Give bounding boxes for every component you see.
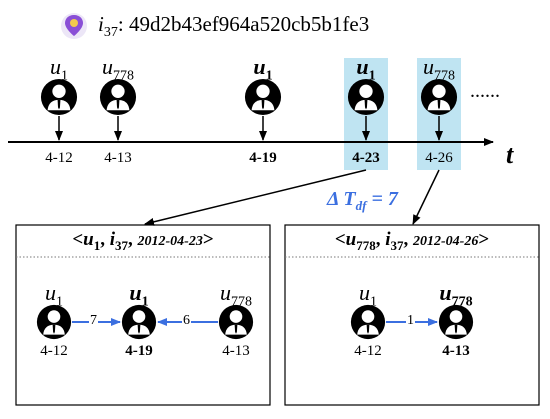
item-hash: 49d2b43ef964a520cb5b1fe3 [128, 12, 370, 36]
panel-1-node-date: 4-13 [222, 343, 250, 359]
arrow-to-panel-2 [412, 169, 440, 225]
timeline-user-label: u1 [356, 54, 376, 84]
panel-1-frame [15, 224, 271, 406]
panel-1-node-user: u778 [220, 280, 252, 310]
item-subscript: 37 [103, 25, 118, 41]
timeline-date: 4-26 [425, 150, 453, 166]
axis-label-t: t [506, 140, 514, 169]
panel-1-node-user: u1 [129, 280, 149, 310]
timeline-date: 4-12 [45, 150, 73, 166]
panel-1-node-date: 4-19 [125, 343, 153, 359]
panel-1-tuple: <u1, i37, 2012-04-23> [72, 229, 214, 253]
panel-2-edge-label: 1 [406, 313, 415, 329]
item-separator: : [117, 12, 124, 36]
panel-2-tuple: <u778, i37, 2012-04-26> [334, 229, 490, 253]
panel-2-node-date: 4-13 [442, 343, 470, 359]
arrow-to-panel-1 [144, 169, 367, 226]
timeline-user-label: u1 [253, 54, 273, 84]
item-title: i37: 49d2b43ef964a520cb5b1fe3 [98, 12, 369, 41]
timeline-ellipsis: ...... [470, 80, 500, 102]
timeline-user-label: u778 [423, 54, 455, 84]
timeline-date: 4-13 [104, 150, 132, 166]
location-pin-icon [61, 13, 87, 39]
timeline-user-icon [420, 78, 458, 141]
timeline-date: 4-23 [352, 150, 380, 166]
panel-1-edge-label: 7 [89, 313, 98, 329]
timeline-user-icon [99, 78, 137, 141]
item-symbol: i [98, 12, 104, 36]
panel-1-edge-label: 6 [182, 313, 191, 329]
timeline-user-label: u1 [50, 54, 68, 84]
timeline-user-label: u778 [102, 54, 134, 84]
delta-label: Δ Tdf = 7 [327, 188, 398, 213]
panel-1-node-user: u1 [45, 280, 63, 310]
timeline-user-icon [244, 78, 282, 141]
panel-2-frame [284, 224, 540, 406]
panel-2-node-user: u778 [439, 280, 473, 310]
timeline-user-icon [40, 78, 78, 141]
timeline-user-icon [347, 78, 385, 141]
panel-1-node-date: 4-12 [40, 343, 68, 359]
panel-2-node-user: u1 [359, 280, 377, 310]
timeline-date: 4-19 [249, 150, 277, 166]
panel-2-node-date: 4-12 [354, 343, 382, 359]
